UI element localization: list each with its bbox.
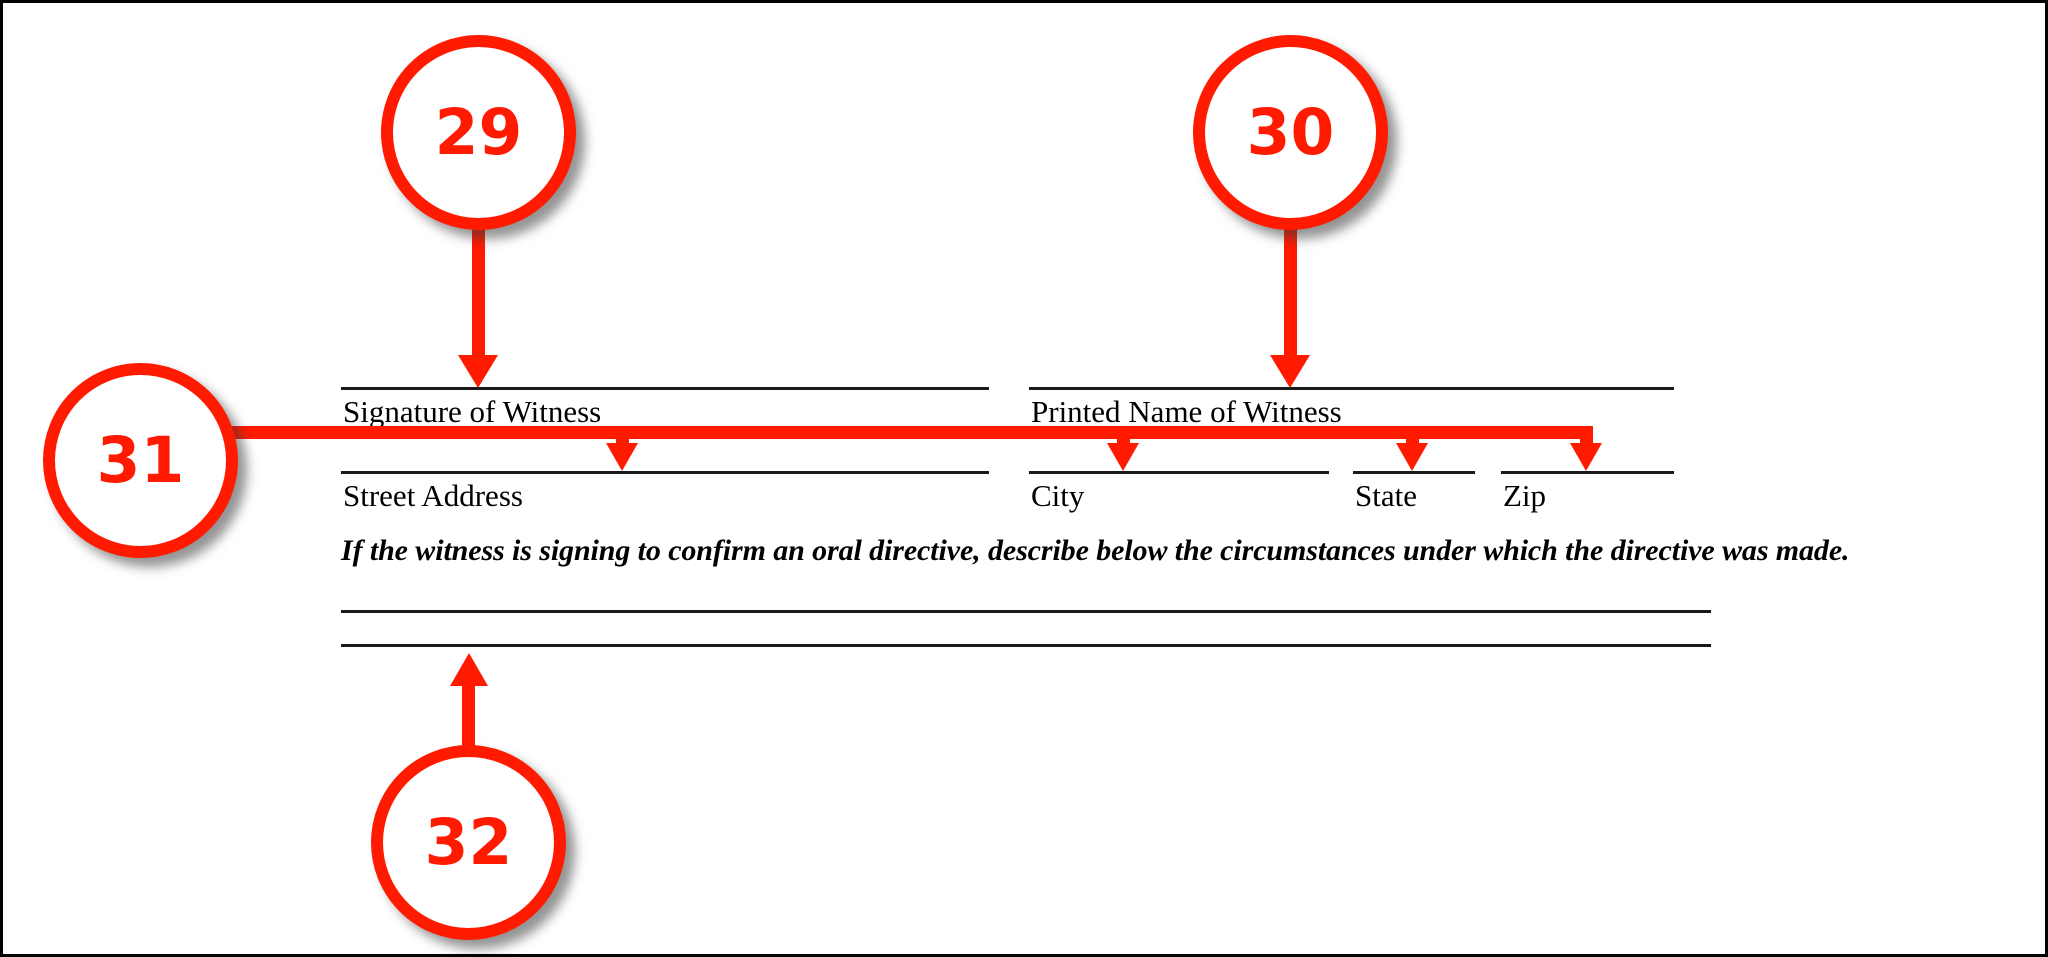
blank-description-line-1 — [341, 610, 1711, 613]
label-printed-name-of-witness: Printed Name of Witness — [1031, 394, 1342, 429]
callout-30[interactable]: 30 — [1193, 35, 1388, 230]
callout-32-label: 32 — [424, 806, 513, 879]
arrow-31-to-city — [1107, 443, 1139, 471]
form-area: Signature of Witness Printed Name of Wit… — [3, 3, 2045, 954]
rule-state — [1353, 471, 1475, 474]
arrow-32-to-description-lines — [450, 653, 488, 686]
connector-31-bus — [231, 426, 1593, 439]
label-signature-of-witness: Signature of Witness — [343, 394, 602, 429]
callout-31-label: 31 — [96, 424, 185, 497]
arrow-31-to-state — [1396, 443, 1428, 471]
connector-32-stem — [462, 683, 475, 763]
arrow-31-to-street-address — [606, 443, 638, 471]
connector-29-stem — [472, 213, 485, 365]
callout-31[interactable]: 31 — [43, 363, 238, 558]
arrow-29-to-signature — [458, 355, 498, 388]
rule-street-address — [341, 471, 989, 474]
rule-city — [1029, 471, 1329, 474]
rule-printed-name-of-witness — [1029, 387, 1674, 390]
rule-signature-of-witness — [341, 387, 989, 390]
arrow-30-to-printed-name — [1270, 355, 1310, 388]
callout-30-label: 30 — [1246, 96, 1335, 169]
instruction-text: If the witness is signing to confirm an … — [341, 534, 1850, 567]
label-state: State — [1355, 478, 1417, 513]
callout-32[interactable]: 32 — [371, 745, 566, 940]
arrow-31-to-zip — [1570, 443, 1602, 471]
label-street-address: Street Address — [343, 478, 523, 513]
rule-zip — [1501, 471, 1674, 474]
label-zip: Zip — [1503, 478, 1547, 513]
callout-29-label: 29 — [434, 96, 523, 169]
callout-29[interactable]: 29 — [381, 35, 576, 230]
blank-description-line-2 — [341, 644, 1711, 647]
label-city: City — [1031, 478, 1085, 513]
connector-30-stem — [1284, 213, 1297, 365]
